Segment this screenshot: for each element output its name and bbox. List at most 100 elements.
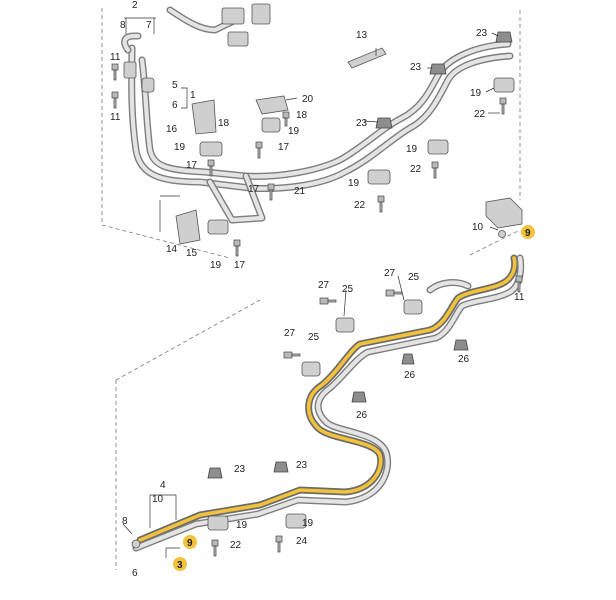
callout-8: 8 — [122, 516, 128, 527]
callout-19: 19 — [174, 142, 186, 153]
callout-15: 15 — [186, 248, 198, 259]
callout-19: 19 — [288, 126, 300, 137]
bolt-22-top — [499, 97, 507, 115]
o-ring-9-top — [498, 230, 506, 238]
clip-25-c — [301, 361, 321, 377]
bolt-22-bottom — [211, 539, 219, 557]
o-ring-6 — [131, 539, 141, 549]
clip-19-mid — [427, 139, 449, 155]
callout-10: 10 — [152, 494, 164, 505]
callout-16: 16 — [166, 124, 178, 135]
callout-10: 10 — [472, 222, 484, 233]
callout-2: 2 — [132, 0, 138, 11]
clip-19-h — [285, 513, 307, 529]
callout-25: 25 — [308, 332, 320, 343]
components — [123, 3, 523, 549]
callout-23: 23 — [296, 460, 308, 471]
clip-15 — [207, 219, 229, 235]
callout-13: 13 — [356, 30, 368, 41]
bolt-17-a — [255, 141, 263, 159]
bolt-27-b — [385, 289, 403, 297]
callout-14: 14 — [166, 244, 178, 255]
callout-17: 17 — [278, 142, 290, 153]
clip-19-c — [199, 141, 223, 157]
callout-11: 11 — [514, 292, 525, 303]
bolt-17-b — [207, 159, 215, 177]
bracket-20 — [255, 95, 289, 115]
connector-block-10 — [485, 197, 523, 229]
callout-5: 5 — [172, 80, 178, 91]
highlight-marker-9 — [183, 535, 197, 549]
lower-pipe-assembly-highlighted — [132, 254, 525, 552]
nut-23-d — [207, 467, 223, 479]
callout-23: 23 — [410, 62, 422, 73]
callout-23: 23 — [234, 464, 246, 475]
bracket-top-left — [221, 7, 245, 25]
clip-19-d — [367, 169, 391, 185]
callout-24: 24 — [296, 536, 308, 547]
callout-4: 4 — [160, 480, 166, 491]
callout-18: 18 — [218, 118, 230, 129]
callout-6: 6 — [172, 100, 178, 111]
bolt-17-c — [267, 183, 275, 201]
callout-22: 22 — [410, 164, 422, 175]
bolt-22-c — [377, 195, 385, 213]
bolts — [111, 63, 523, 557]
callout-26: 26 — [458, 354, 470, 365]
callout-19: 19 — [302, 518, 314, 529]
callout-26: 26 — [356, 410, 368, 421]
callout-19: 19 — [348, 178, 360, 189]
callout-25: 25 — [342, 284, 354, 295]
callout-labels: 2 8 7 11 5 1 6 11 13 23 23 19 22 20 18 1… — [110, 0, 535, 579]
push-clip-26-a — [401, 353, 415, 365]
upper-assembly-frame — [101, 8, 521, 259]
callout-7: 7 — [146, 20, 152, 31]
fitting-5 — [141, 77, 155, 93]
part-13-strip — [347, 47, 387, 69]
callout-23: 23 — [476, 28, 488, 39]
callout-20: 20 — [302, 94, 314, 105]
callout-17: 17 — [186, 160, 198, 171]
highlight-marker-3 — [173, 557, 187, 571]
nut-23-b — [495, 31, 513, 43]
bolt-24 — [275, 535, 283, 553]
nut-23-c — [375, 117, 393, 129]
fitting-8 — [123, 61, 137, 79]
callout-19: 19 — [210, 260, 222, 271]
callout-22: 22 — [474, 109, 486, 120]
callout-11: 11 — [110, 52, 121, 63]
callout-19: 19 — [236, 520, 248, 531]
callout-22: 22 — [354, 200, 366, 211]
callout-3: 3 — [177, 560, 183, 571]
bolt-11-top — [111, 63, 119, 81]
callout-18: 18 — [296, 110, 308, 121]
clip-25-a — [335, 317, 355, 333]
bracket-top-right — [251, 3, 271, 25]
callout-11: 11 — [110, 112, 121, 123]
callout-22: 22 — [230, 540, 242, 551]
callout-19: 19 — [406, 144, 418, 155]
bracket-16 — [191, 99, 217, 135]
bolt-17-d — [233, 239, 241, 257]
callout-21: 21 — [294, 186, 306, 197]
leader-lines — [122, 17, 500, 558]
nut-23-a — [429, 63, 447, 75]
callout-23: 23 — [356, 118, 368, 129]
callout-26: 26 — [404, 370, 416, 381]
callout-9: 9 — [187, 538, 193, 549]
callout-8: 8 — [120, 20, 126, 31]
clip-25-b — [403, 299, 423, 315]
clip-19-right — [493, 77, 515, 93]
callout-1: 1 — [190, 90, 196, 101]
callout-6: 6 — [132, 568, 138, 579]
push-clip-26-c — [351, 391, 367, 403]
bolt-27-c — [283, 351, 301, 359]
callout-27: 27 — [318, 280, 330, 291]
callout-17: 17 — [248, 184, 260, 195]
highlight-marker-9 — [521, 225, 535, 239]
nut-23-e — [273, 461, 289, 473]
callout-27: 27 — [284, 328, 296, 339]
clip-19-b — [261, 117, 281, 133]
callout-25: 25 — [408, 272, 420, 283]
